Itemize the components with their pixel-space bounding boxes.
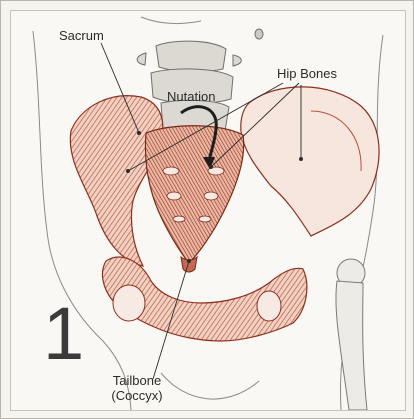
tailbone-label-line1: Tailbone [99, 373, 175, 388]
tailbone-label: Tailbone (Coccyx) [99, 373, 175, 403]
right-hip-bone [241, 87, 379, 236]
nutation-label: Nutation [167, 89, 215, 104]
hip-bones-label: Hip Bones [277, 66, 337, 81]
sacrum-bone [145, 126, 243, 263]
illustration-panel: Sacrum Nutation Hip Bones Tailbone (Cocc… [10, 10, 406, 411]
sacrum-label: Sacrum [59, 28, 104, 43]
figure-number: 1 [43, 297, 84, 371]
tailbone-label-line2: (Coccyx) [99, 388, 175, 403]
